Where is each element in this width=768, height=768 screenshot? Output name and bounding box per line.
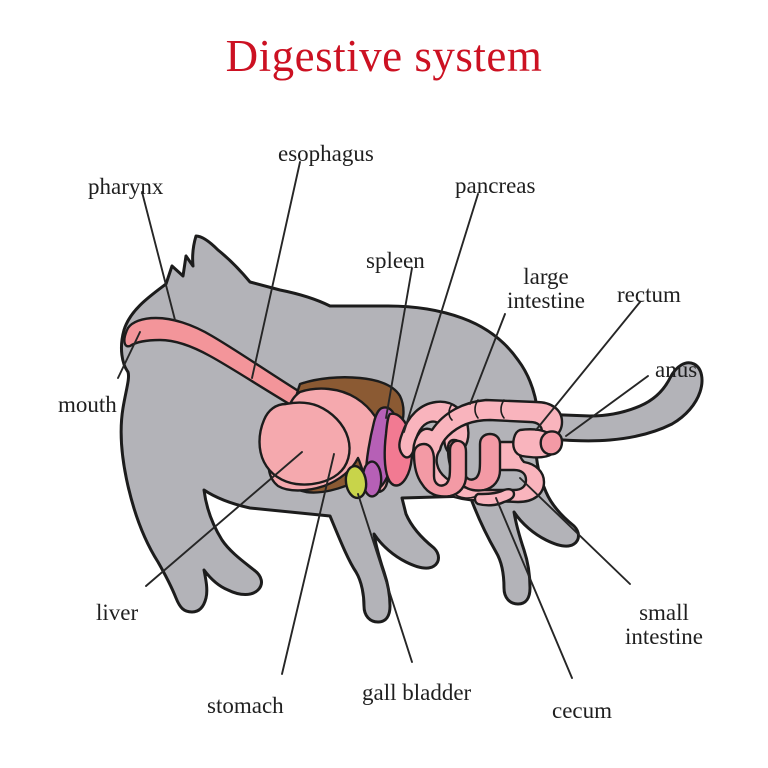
label-mouth-text: mouth xyxy=(58,392,117,417)
leader-line-pharynx xyxy=(141,191,176,321)
leader-line-cecum xyxy=(495,497,573,679)
label-gall-bladder-text: gall bladder xyxy=(362,680,472,705)
label-esophagus: esophagus xyxy=(278,141,374,166)
cecum-organ xyxy=(473,488,516,507)
label-gall-bladder: gall bladder xyxy=(362,680,472,705)
label-spleen: spleen xyxy=(366,248,425,273)
label-stomach-text: stomach xyxy=(207,693,284,718)
label-liver: liver xyxy=(96,600,139,625)
label-pancreas: pancreas xyxy=(455,173,536,198)
label-anus: anus xyxy=(655,357,698,382)
label-large-intestine-line2: intestine xyxy=(507,288,585,314)
leader-line-mouth xyxy=(117,331,141,379)
stomach-fundus xyxy=(258,401,351,486)
label-small-intestine-line2: intestine xyxy=(625,624,703,650)
small-intestine-coil-2 xyxy=(412,439,468,498)
label-spleen-text: spleen xyxy=(366,248,425,273)
label-esophagus-text: esophagus xyxy=(278,141,374,166)
leader-line-rectum xyxy=(535,301,641,431)
leader-line-small-intestine xyxy=(519,477,631,585)
anus-organ xyxy=(539,430,564,456)
leader-line-spleen xyxy=(385,267,413,419)
label-stomach: stomach xyxy=(207,693,284,718)
gall-bladder-organ xyxy=(344,464,368,500)
leader-line-large-intestine xyxy=(469,313,506,405)
label-pharynx: pharynx xyxy=(88,174,164,199)
leader-line-esophagus xyxy=(251,161,301,379)
label-cecum: cecum xyxy=(552,698,613,723)
leader-line-pancreas xyxy=(403,193,479,433)
label-pharynx-text: pharynx xyxy=(88,174,164,199)
label-mouth: mouth xyxy=(58,392,117,417)
label-small-intestine: small intestine xyxy=(605,600,723,650)
label-large-intestine: large intestine xyxy=(487,264,605,314)
leader-line-anus xyxy=(565,375,649,437)
label-rectum: rectum xyxy=(617,282,681,307)
label-rectum-text: rectum xyxy=(617,282,681,307)
page-title: Digestive system xyxy=(225,31,543,81)
leader-line-gall-bladder xyxy=(357,493,413,663)
label-anus-text: anus xyxy=(655,357,698,382)
label-cecum-text: cecum xyxy=(552,698,613,723)
label-large-intestine-line1: large xyxy=(523,264,569,289)
leader-line-stomach xyxy=(281,453,335,675)
label-pancreas-text: pancreas xyxy=(455,173,536,198)
label-liver-text: liver xyxy=(96,600,139,625)
label-small-intestine-line1: small xyxy=(639,600,689,625)
leader-line-liver xyxy=(145,451,303,587)
